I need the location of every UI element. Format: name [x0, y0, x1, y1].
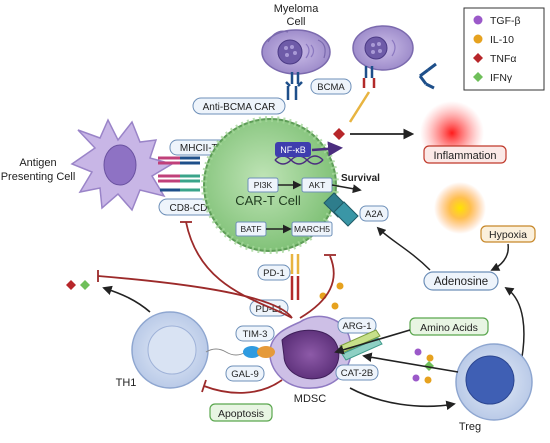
legend-label-2: TNFα [490, 53, 516, 65]
cat2b-badge [335, 364, 379, 381]
pd1-badge [257, 264, 291, 281]
inflammation-badge [423, 145, 507, 164]
free-antibody-icon [418, 62, 437, 90]
nfkb-badge [275, 142, 311, 157]
il10-dot [336, 282, 344, 290]
bcma-label: BCMA [317, 82, 345, 93]
tnf-diamond-marker [333, 128, 345, 140]
amino-acids-arrow [334, 329, 411, 355]
amino-acids-badge [409, 317, 489, 336]
legend-marker-2 [473, 53, 483, 63]
treg-mdsc-arrow [362, 352, 459, 373]
th1-cytokine-arrow [102, 285, 151, 313]
apc-label-line1: Antigen [19, 157, 56, 169]
hypoxia-adenosine-arrow [490, 243, 509, 271]
treg-label: Treg [459, 421, 481, 433]
tgfb-dot [412, 374, 420, 382]
il10-dot [424, 376, 432, 384]
march5-label: MARCH5 [294, 224, 330, 234]
legend-label-3: IFNγ [490, 72, 513, 84]
apoptosis-badge [209, 403, 273, 422]
myeloma-label-line1: Myeloma [274, 3, 320, 15]
legend-label-1: IL-10 [490, 34, 514, 46]
tnf-path-line [348, 91, 371, 123]
cd8-cd28-label: CD8-CD28 [170, 203, 219, 214]
mhcii-tcr-receptors [158, 156, 200, 192]
antigen-presenting-cell: Antigen Presenting Cell [1, 118, 174, 212]
tim3-gal9-binding [205, 346, 275, 358]
pd1-pdl1-receptor [290, 254, 300, 300]
a2a-label: A2A [365, 209, 384, 220]
survival-label: Survival [341, 173, 380, 184]
pd1-label: PD-1 [263, 268, 285, 279]
bcma-car-receptor [285, 72, 303, 100]
hypoxia-label: Hypoxia [489, 229, 527, 241]
myeloma-cell-2 [348, 25, 437, 123]
gal9-label: GAL-9 [231, 369, 258, 380]
th1-cell: TH1 [116, 311, 209, 389]
th1-label: TH1 [116, 377, 137, 389]
mdsc-cell: MDSC [269, 315, 352, 405]
ifng-diamond [80, 280, 90, 290]
tim3-badge [235, 325, 275, 342]
anti-bcma-car-label: Anti-BCMA CAR [203, 102, 276, 113]
nfkb-label: NF-κB [280, 145, 306, 155]
pdl1-label: PD-L1 [256, 304, 283, 315]
batf-label: BATF [240, 224, 261, 234]
myeloma-cell: Myeloma Cell [261, 3, 331, 75]
tgfb-dot [414, 348, 422, 356]
adenosine-label: Adenosine [434, 276, 488, 288]
legend-marker-1 [473, 34, 483, 44]
cat2b-label: CAT-2B [341, 368, 374, 379]
inhibition-lines [97, 221, 336, 394]
mdsc-treg-arrow [349, 387, 456, 411]
apoptosis-label: Apoptosis [218, 408, 264, 420]
arg1-badge [337, 317, 377, 334]
a2a-receptor-icon [323, 192, 359, 227]
adenosine-a2a-arrow [376, 226, 431, 271]
gal9-badge [225, 365, 265, 382]
treg-cell: Treg [455, 343, 533, 433]
inflammation-label: Inflammation [434, 150, 497, 162]
hypoxia-badge [480, 225, 536, 243]
ifng-diamond [424, 361, 434, 371]
legend-marker-3 [473, 72, 483, 82]
legend-marker-0 [473, 15, 483, 25]
bcma-badge [310, 78, 352, 95]
amino-acids-label: Amino Acids [420, 322, 478, 334]
akt-survival-arrow [331, 184, 362, 194]
legend-label-0: TGF-β [490, 15, 521, 27]
march5-badge [291, 221, 333, 237]
arg1-label: ARG-1 [342, 321, 371, 332]
tim3-label: TIM-3 [243, 329, 268, 340]
il10-dot [331, 302, 339, 310]
adenosine-badge [423, 271, 499, 291]
akt-label: AKT [309, 180, 326, 190]
hypoxia-glow [434, 182, 486, 234]
a2a-badge [359, 205, 389, 222]
bcma-receptor-2 [362, 66, 376, 88]
nfkb-arrow [311, 141, 343, 157]
car-t-label: CAR-T Cell [235, 193, 301, 208]
anti-bcma-car-badge [192, 97, 286, 115]
mhcii-tcr-label: MHCII-TCR [180, 143, 232, 154]
mdsc-label: MDSC [294, 393, 326, 405]
myeloma-label-line2: Cell [287, 16, 306, 28]
il10-dot [426, 354, 434, 362]
tnf-diamond [66, 280, 76, 290]
pi3k-label: PI3K [254, 180, 273, 190]
apc-label-line2: Presenting Cell [1, 171, 76, 183]
